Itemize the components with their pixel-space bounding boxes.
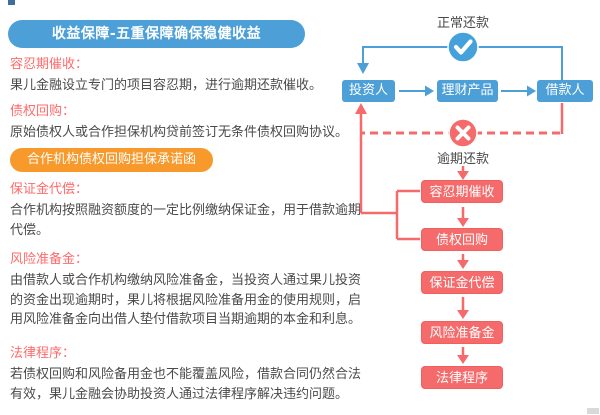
- overdue-repayment-label: 逾期还款: [436, 152, 489, 167]
- guarantee-commitment-badge: 合作机构债权回购担保承诺函: [10, 148, 214, 172]
- section-heading: 风险准备金：: [10, 252, 89, 267]
- section-body: 果儿金融设立专门的项目容忍期，进行逾期还款催收。: [10, 78, 323, 93]
- section-tolerance-collection: 容忍期催收： 果儿金融设立专门的项目容忍期，进行逾期还款催收。: [10, 56, 362, 96]
- node-investor: 投资人: [342, 80, 395, 102]
- section-body: 原始债权人或合作担保机构贷前签订无条件债权回购协议。: [10, 125, 349, 140]
- node-borrower: 借款人: [537, 80, 593, 102]
- watermark-artifact: [587, 408, 599, 414]
- section-body: 若债权回购和风险备用金也不能覆盖风险，借款合同仍然合法有效，果儿金融会协助投资人…: [10, 367, 362, 402]
- section-heading: 保证金代偿：: [10, 182, 89, 197]
- section-risk-reserve: 风险准备金： 由借款人或合作机构缴纳风险准备金，当投资人通过果儿投资的资金出现逾…: [10, 251, 362, 330]
- normal-repayment-label: 正常还款: [436, 16, 489, 31]
- step-margin-compensation: 保证金代偿: [421, 271, 503, 294]
- step-tolerance-collection: 容忍期催收: [421, 180, 503, 203]
- section-legal-procedure: 法律程序： 若债权回购和风险备用金也不能覆盖风险，借款合同仍然合法有效，果儿金融…: [10, 345, 362, 404]
- section-heading: 法律程序：: [10, 346, 76, 361]
- check-circle-icon: [447, 31, 479, 63]
- section-heading: 债权回购：: [10, 104, 76, 119]
- page-title: 收益保障-五重保障确保稳健收益: [8, 20, 305, 48]
- section-body: 合作机构按照融资额度的一定比例缴纳保证金，用于借款逾期代偿。: [10, 203, 362, 238]
- cross-circle-icon: [448, 118, 478, 148]
- step-risk-reserve: 风险准备金: [421, 321, 503, 344]
- section-body: 由借款人或合作机构缴纳风险准备金，当投资人通过果儿投资的资金出现逾期时，果儿将根…: [10, 273, 362, 327]
- section-heading: 容忍期催收：: [10, 57, 89, 72]
- step-legal-procedure: 法律程序: [421, 366, 503, 389]
- section-margin-compensation: 保证金代偿： 合作机构按照融资额度的一定比例缴纳保证金，用于借款逾期代偿。: [10, 181, 362, 240]
- step-debt-repurchase: 债权回购: [421, 228, 503, 251]
- section-debt-repurchase: 债权回购： 原始债权人或合作担保机构贷前签订无条件债权回购协议。: [10, 103, 362, 143]
- corner-accent-square: [8, 0, 15, 5]
- node-wealth-product: 理财产品: [437, 80, 498, 102]
